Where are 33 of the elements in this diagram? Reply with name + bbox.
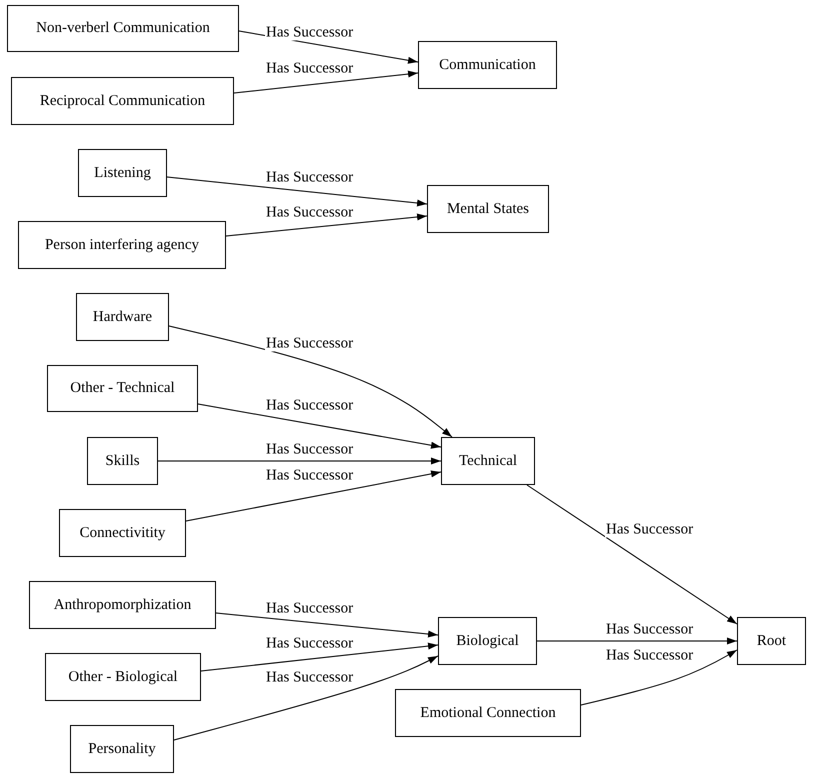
process-box: Listening [78, 149, 167, 197]
process-box: Hardware [76, 293, 169, 341]
process-box: Other - Technical [47, 365, 198, 412]
process-box: Technical [441, 437, 535, 485]
edge-label: Has Successor [605, 522, 694, 538]
arrow [174, 656, 438, 740]
arrow [200, 642, 438, 672]
process-box: Non-verberl Communication [7, 5, 239, 52]
process-box: Personality [70, 725, 174, 773]
process-box: Mental States [427, 185, 549, 233]
arrow [216, 612, 438, 638]
process-box: Biological [438, 617, 537, 665]
arrow [226, 214, 428, 236]
arrow [168, 326, 452, 438]
arrow [536, 638, 738, 644]
arrow [166, 176, 428, 206]
arrow [198, 404, 442, 449]
arrow [234, 70, 418, 94]
arrow [580, 650, 738, 706]
process-box: Anthropomorphization [29, 581, 216, 629]
process-box: Root [737, 617, 806, 665]
process-box: Emotional Connection [395, 689, 581, 737]
process-box: Connectivitity [59, 509, 186, 557]
process-box: Person interfering agency [18, 221, 226, 269]
arrow [158, 458, 442, 464]
process-box: Reciprocal Communication [11, 77, 234, 125]
edge-label: Has Successor [265, 336, 354, 352]
process-box: Other - Biological [45, 653, 201, 701]
process-box: Skills [87, 437, 158, 485]
arrow [186, 470, 442, 522]
process-box: Communication [418, 41, 557, 89]
edge-label: Has Successor [265, 26, 354, 40]
arrow [526, 484, 738, 624]
